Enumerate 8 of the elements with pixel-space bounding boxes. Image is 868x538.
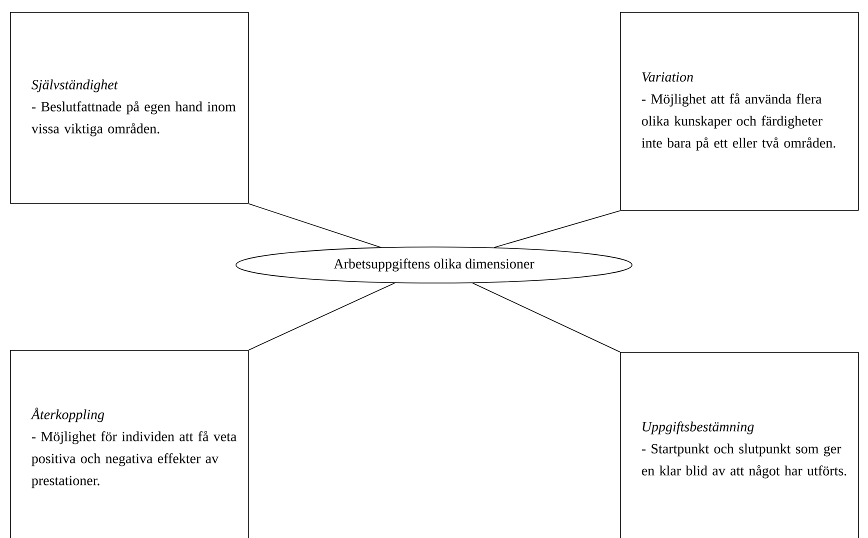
text-box: Uppgiftsbestämning - Startpunkt och slutpunkt som ger en klar blid av att något har utförts. xyxy=(620,352,859,538)
text-box: Självständighet - Beslutfattnade på egen hand inom vissa viktiga områden. xyxy=(10,12,249,204)
connector-line xyxy=(248,203,381,248)
connector-line xyxy=(494,210,620,248)
connector-line xyxy=(248,282,396,350)
text-box: Variation - Möjlighet att få använda flera olika kunskaper och färdigheter inte bara på ett eller två områden. xyxy=(620,12,859,211)
text-box: Återkoppling - Möjlighet för individen att få veta positiva och negativa effekter av prestationer. xyxy=(10,350,249,538)
connector-line xyxy=(472,282,620,352)
